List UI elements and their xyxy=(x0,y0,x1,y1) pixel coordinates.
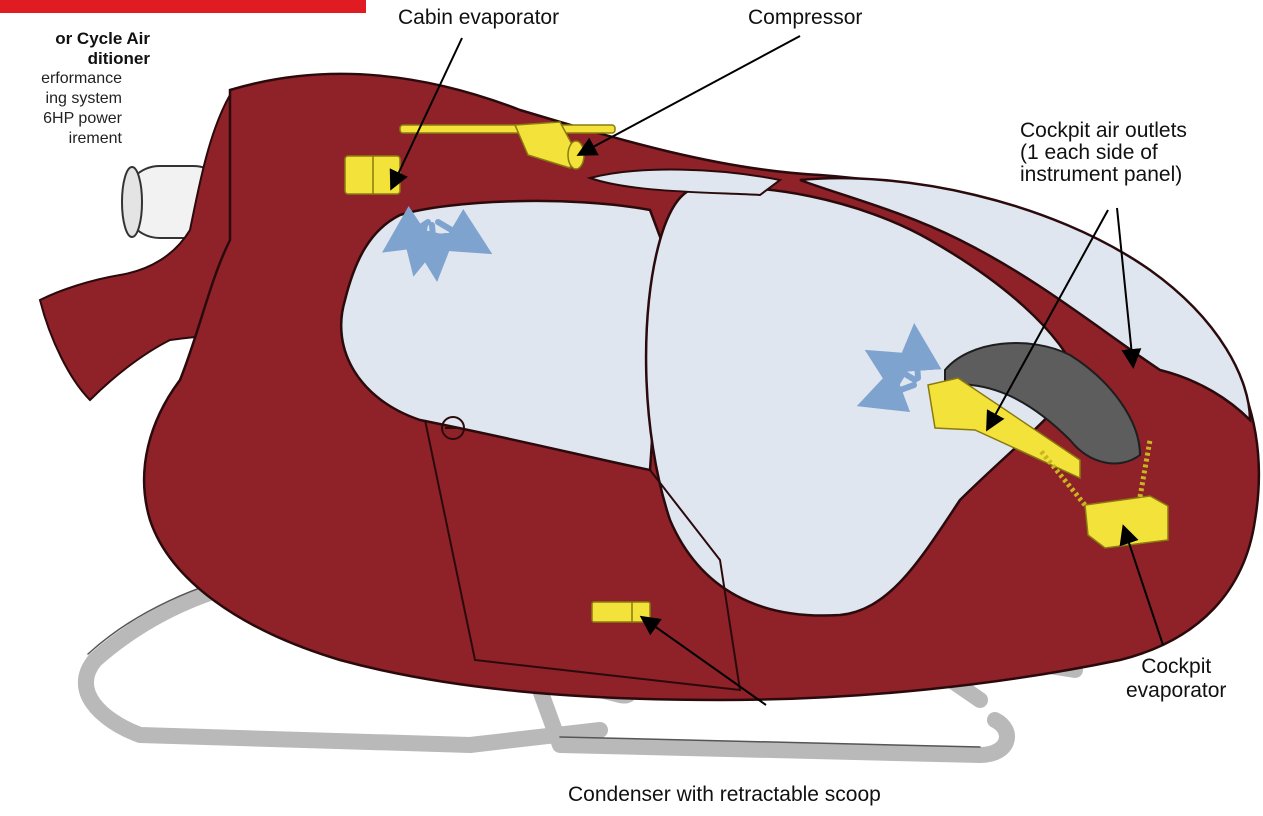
label-cabin-evaporator: Cabin evaporator xyxy=(398,6,559,30)
label-cockpit-evaporator: Cockpit evaporator xyxy=(1126,655,1226,703)
label-compressor: Compressor xyxy=(748,6,862,30)
label-condenser: Condenser with retractable scoop xyxy=(568,783,881,807)
label-cockpit-air-outlets: Cockpit air outlets (1 each side of inst… xyxy=(1020,120,1187,186)
condenser-unit xyxy=(592,602,650,622)
cabin-evaporator-unit xyxy=(345,156,400,194)
